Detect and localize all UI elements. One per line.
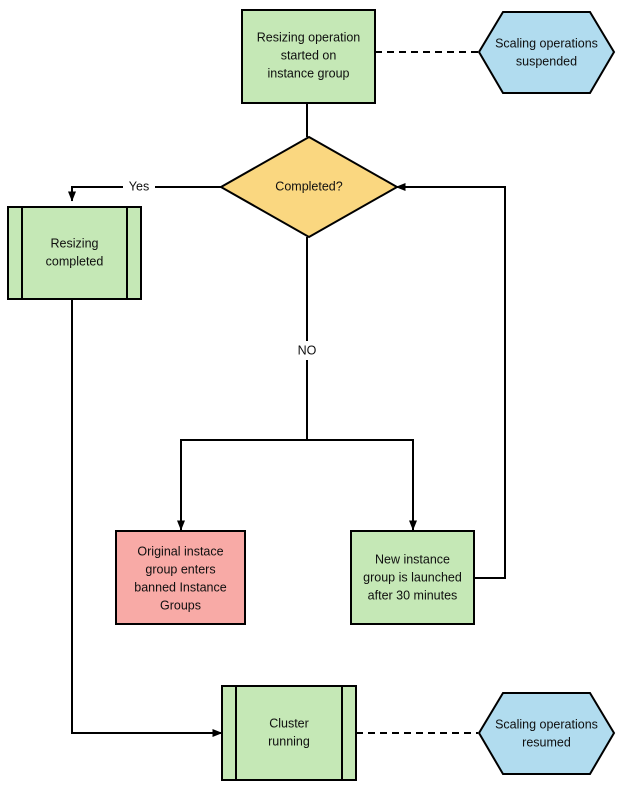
node-shape-diamond	[218, 135, 400, 239]
node-cluster-running[interactable]: Cluster running	[221, 685, 357, 781]
node-label-line: Groups	[160, 598, 201, 612]
node-label-line: started on	[281, 48, 337, 62]
edge-no-to-banned	[177, 439, 307, 531]
node-shape-predefined-process	[221, 685, 357, 781]
node-completed-decision[interactable]: Completed?	[218, 135, 400, 239]
edge-label-yes-backdrop	[123, 177, 155, 196]
node-label-line: group enters	[145, 562, 215, 576]
edge-label-yes-group: Yes	[123, 177, 155, 196]
node-shape-process	[350, 530, 475, 625]
node-resizing-operation-started[interactable]: Resizing operation started on instance g…	[241, 9, 376, 104]
node-shape-process	[115, 530, 246, 625]
node-label-line: New instance	[375, 552, 450, 566]
node-label-line: completed	[46, 254, 104, 268]
node-label-line: Scaling operations	[495, 36, 598, 50]
node-label-line: Resizing	[51, 236, 99, 250]
edge-label-no-backdrop	[291, 341, 323, 360]
edge-no-to-relaunch	[307, 439, 417, 531]
node-scaling-operations-suspended[interactable]: Scaling operations suspended	[477, 11, 616, 94]
node-label-line: Resizing operation	[257, 30, 361, 44]
node-new-instance-group-launched[interactable]: New instance group is launched after 30 …	[350, 530, 475, 625]
node-shape-predefined-process	[7, 206, 142, 300]
node-shape-hexagon	[477, 11, 616, 94]
node-label-line: instance group	[267, 66, 349, 80]
node-shape-hexagon	[477, 692, 616, 775]
node-banned-instance-groups[interactable]: Original instace group enters banned Ins…	[115, 530, 246, 625]
node-label-line: after 30 minutes	[368, 588, 458, 602]
node-scaling-operations-resumed[interactable]: Scaling operations resumed	[477, 692, 616, 775]
node-resizing-completed[interactable]: Resizing completed	[7, 206, 142, 300]
edge-label-no: NO	[298, 343, 317, 357]
edge-label-yes: Yes	[129, 179, 149, 193]
node-shape-process	[241, 9, 376, 104]
node-label-line: running	[268, 734, 310, 748]
node-label-line: Scaling operations	[495, 717, 598, 731]
node-label-line: suspended	[516, 54, 577, 68]
edge-completed-to-resizing-completed	[68, 186, 222, 202]
node-label-line: group is launched	[363, 570, 462, 584]
node-label-line: Cluster	[269, 716, 309, 730]
edge-label-no-group: NO	[291, 341, 323, 360]
node-label-line: banned Instance	[134, 580, 226, 594]
edge-relaunch-to-completed	[395, 183, 506, 579]
edge-resizing-completed-to-cluster-running	[71, 299, 223, 737]
node-label-line: resumed	[522, 735, 571, 749]
node-label-line: Original instace	[137, 544, 223, 558]
node-label-line: Completed?	[275, 179, 342, 193]
